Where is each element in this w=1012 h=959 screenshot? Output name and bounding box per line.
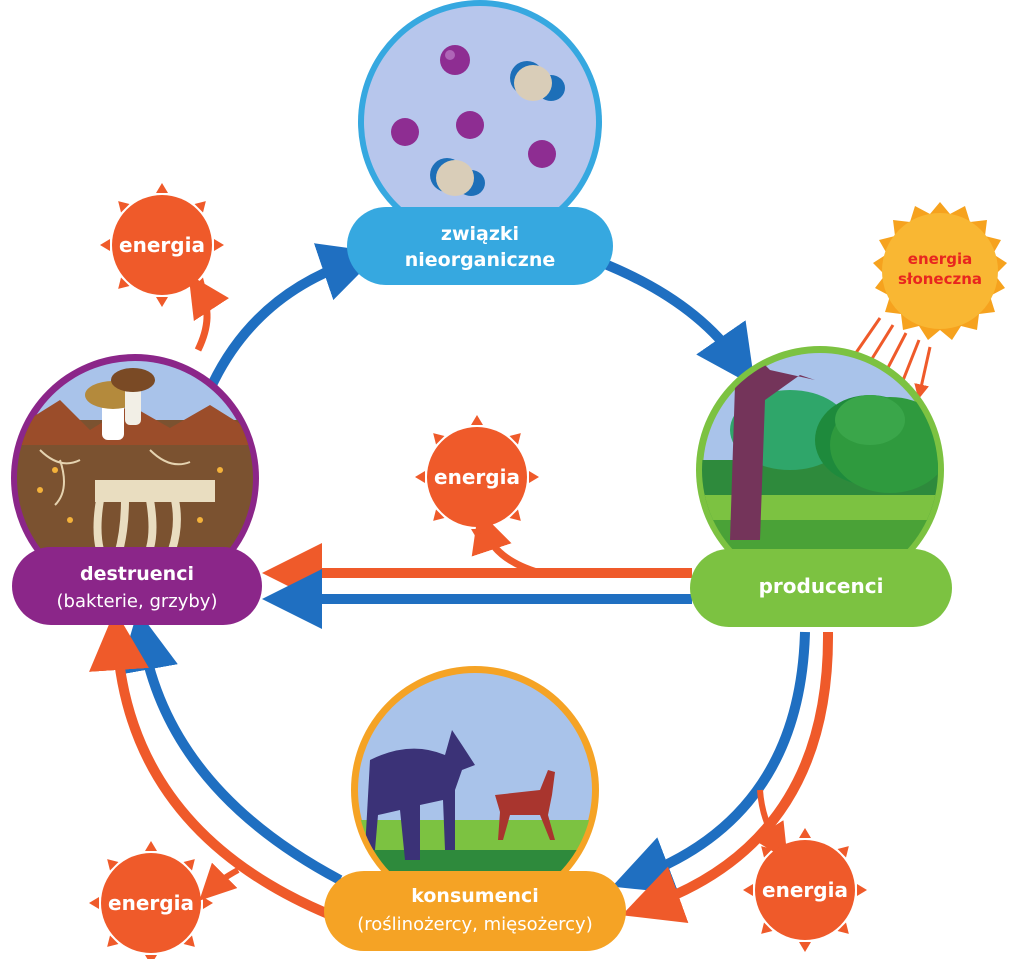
energy-ray-icon	[107, 859, 119, 871]
energy-ray-icon	[107, 935, 119, 947]
arrow-producers-to-consumers-orange	[621, 631, 834, 924]
sun-label-line1: energia	[908, 250, 972, 268]
compound-molecule-icon	[510, 61, 565, 101]
energy-ray-icon	[214, 239, 224, 251]
energy-ray-icon	[761, 922, 773, 934]
energy-label: energia	[762, 878, 848, 902]
mushroom-icon	[85, 368, 155, 440]
energy-ray-icon	[145, 955, 157, 959]
arrow-energy-from-consumers-branch	[199, 862, 240, 901]
energy-ray-icon	[837, 922, 849, 934]
energy-ray-icon	[799, 942, 811, 952]
energy-ray-icon	[509, 433, 521, 445]
arrow-decomposers-to-inorganic	[207, 243, 381, 388]
arrow-energy-from-producers	[471, 510, 541, 577]
node-producers: producenci	[690, 346, 952, 627]
energy-label: energia	[108, 891, 194, 915]
energy-ray-icon	[509, 509, 521, 521]
arrow-energy-from-decomposers	[188, 274, 230, 352]
inorganic-label-line2: nieorganiczne	[405, 249, 556, 271]
energy-ray-icon	[156, 297, 168, 307]
energy-label: energia	[119, 233, 205, 257]
flow-arrows	[89, 243, 834, 924]
energy-ray-icon	[837, 846, 849, 858]
energy-ray-icon	[194, 201, 206, 213]
energy-ray-icon	[415, 471, 425, 483]
energy-circle	[101, 853, 201, 953]
compound-molecule-icon	[430, 158, 485, 196]
energy-ray-icon	[433, 433, 445, 445]
energy-ray-icon	[156, 183, 168, 193]
inorganic-label-pill	[347, 207, 613, 285]
node-decomposers: destruenci (bakterie, grzyby)	[11, 354, 262, 625]
decomposers-sublabel: (bakterie, grzyby)	[57, 591, 218, 612]
energy-ray-icon	[471, 529, 483, 539]
producers-label: producenci	[759, 574, 884, 598]
energy-ray-icon	[799, 828, 811, 838]
deer-icon	[495, 770, 555, 840]
molecule-icon	[440, 45, 470, 75]
energy-badge: energia	[415, 415, 539, 539]
energy-circle	[755, 840, 855, 940]
inorganic-label-line1: związki	[441, 223, 519, 245]
node-inorganic: związki nieorganiczne	[347, 0, 613, 285]
energy-ray-icon	[183, 859, 195, 871]
energy-badges: energia energia energia energia	[89, 183, 867, 959]
arrow-consumers-to-decomposers-orange	[89, 610, 340, 923]
energy-ray-icon	[118, 201, 130, 213]
arrow-inorganic-to-producers	[598, 257, 756, 387]
energy-ray-icon	[471, 415, 483, 425]
consumers-label-pill	[324, 871, 626, 951]
molecules-illustration	[391, 45, 565, 196]
arrow-consumers-to-decomposers-blue	[118, 610, 343, 885]
consumers-sublabel: (roślinożercy, mięsożercy)	[357, 914, 592, 935]
energy-badge: energia	[89, 841, 213, 959]
node-consumers: konsumenci (roślinożercy, mięsożercy)	[324, 666, 626, 951]
energy-ray-icon	[857, 884, 867, 896]
wolf-icon	[365, 730, 475, 860]
molecule-icon	[456, 111, 484, 139]
energy-circle	[427, 427, 527, 527]
energy-ray-icon	[100, 239, 110, 251]
energy-ray-icon	[433, 509, 445, 521]
molecule-icon	[528, 140, 556, 168]
energy-ray-icon	[118, 277, 130, 289]
consumers-label: konsumenci	[411, 885, 539, 907]
molecule-icon	[391, 118, 419, 146]
energy-ray-icon	[761, 846, 773, 858]
decomposers-label-pill	[12, 547, 262, 625]
energy-ray-icon	[529, 471, 539, 483]
decomposers-label: destruenci	[80, 563, 194, 585]
energy-ray-icon	[145, 841, 157, 851]
producers-label-pill	[690, 549, 952, 627]
sun-label-line2: słoneczna	[898, 270, 982, 288]
energy-ray-icon	[89, 897, 99, 909]
arrow-producers-to-consumers-blue	[611, 631, 810, 894]
tree-icon	[702, 360, 815, 540]
energy-ray-icon	[183, 935, 195, 947]
energy-label: energia	[434, 465, 520, 489]
energy-ray-icon	[194, 277, 206, 289]
arrow-energy-from-producers-branch	[753, 789, 788, 861]
energy-badge: energia	[743, 828, 867, 952]
energy-badge: energia	[100, 183, 224, 307]
energy-ray-icon	[203, 897, 213, 909]
energy-circle	[112, 195, 212, 295]
energy-ray-icon	[743, 884, 753, 896]
